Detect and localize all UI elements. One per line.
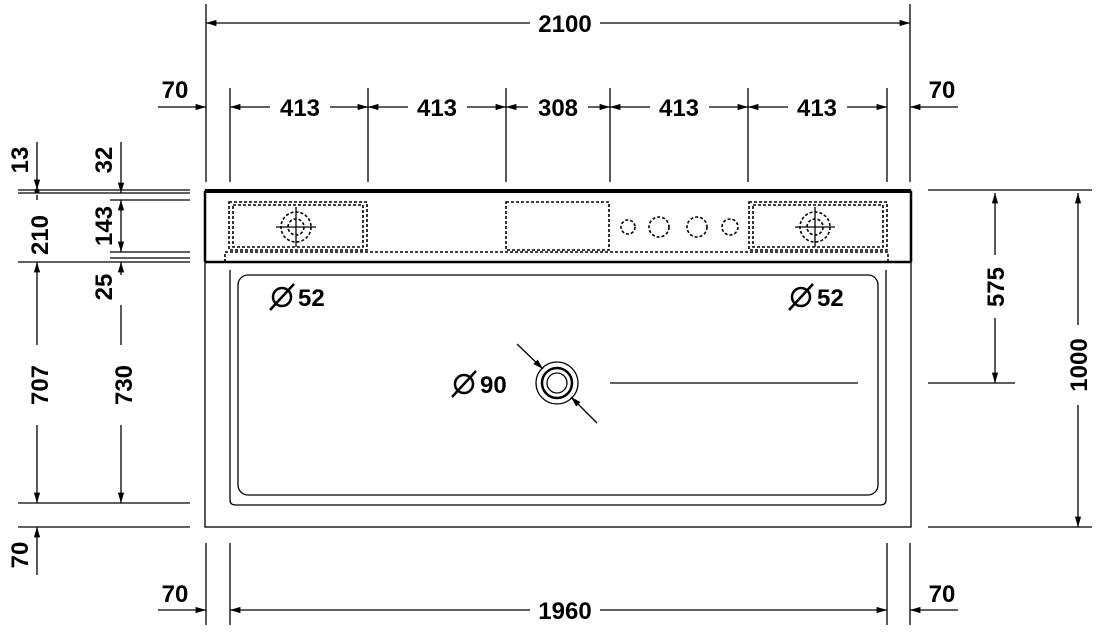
tap-hole-right-icon [795,207,835,247]
dim-70-bottom-left: 70 [162,581,189,608]
diameter-labels: 52 52 90 [269,283,844,399]
dimension-segments: 70 70 413 413 308 413 413 [158,77,958,122]
dim-25: 25 [91,274,118,301]
dim-70-bottom-right: 70 [929,581,956,608]
dim-segment-4: 413 [659,95,699,122]
dim-575: 575 [983,267,1010,307]
dim-70-top-left: 70 [162,77,189,104]
dim-2100: 2100 [538,11,591,38]
dimension-right: 575 1000 [983,193,1093,527]
back-deck [228,201,888,251]
accessory-hole-icon [721,218,739,236]
dim-13: 13 [7,147,34,174]
dim-70-top-right: 70 [929,77,956,104]
diameter-left: 52 [269,283,325,312]
dim-diameter-52-left: 52 [298,285,325,312]
dim-segment-5: 413 [797,95,837,122]
dim-diameter-90: 90 [480,372,507,399]
dim-32: 32 [91,147,118,174]
dim-diameter-52-right: 52 [817,285,844,312]
dimension-bottom: 1960 70 70 [158,581,958,625]
dim-143: 143 [91,206,118,246]
dim-707: 707 [27,365,54,405]
dimension-left: 13 32 210 143 25 707 730 70 [7,142,138,575]
extension-lines [18,4,1092,625]
dim-730: 730 [111,365,138,405]
dim-1000: 1000 [1066,338,1093,391]
accessory-hole-icon [686,216,708,238]
diameter-right: 52 [788,283,844,312]
dimension-overall-width: 2100 [206,11,910,38]
dim-segment-3: 308 [538,95,578,122]
dim-70-left: 70 [7,542,34,569]
dim-1960: 1960 [538,598,591,625]
accessory-hole-icon [620,219,636,235]
tap-hole-left-icon [276,207,316,247]
diameter-drain: 90 [451,370,507,399]
accessory-hole-icon [648,216,670,238]
dim-210: 210 [27,215,54,255]
dim-segment-1: 413 [280,95,320,122]
drain-icon [516,343,858,424]
sink-outline [203,189,913,528]
dim-segment-2: 413 [417,95,457,122]
